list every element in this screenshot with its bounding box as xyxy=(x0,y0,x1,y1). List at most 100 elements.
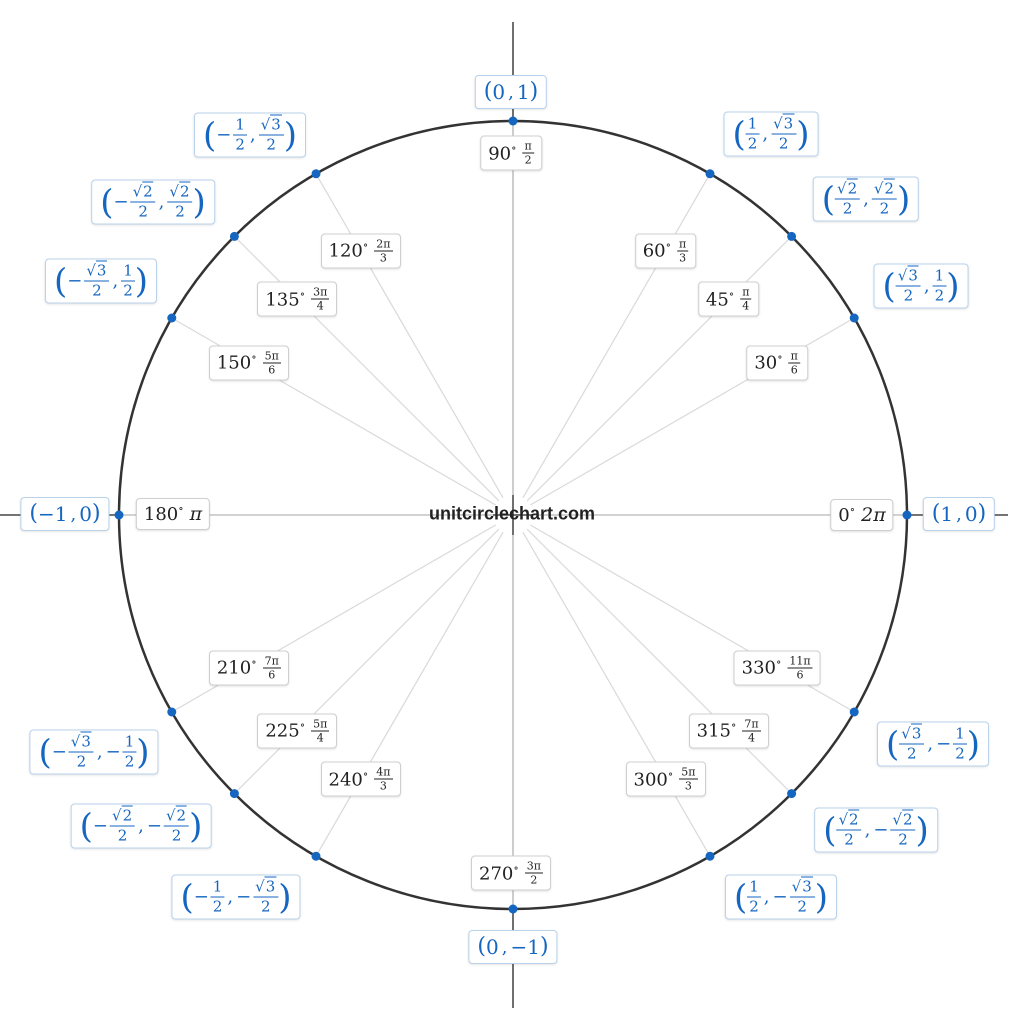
radian-value: 2π xyxy=(861,504,886,526)
point-225 xyxy=(229,789,239,799)
point-30 xyxy=(849,313,859,323)
coord-label-90: (0,1) xyxy=(474,75,548,109)
spoke-135 xyxy=(235,237,500,502)
angle-label-0: 0∘2π xyxy=(830,499,894,531)
radian-value: π xyxy=(189,503,203,525)
circle-points xyxy=(114,116,912,914)
point-60 xyxy=(705,169,715,179)
degree-value: 210 xyxy=(216,657,252,679)
coord-label-270: (0,−1) xyxy=(468,930,558,964)
point-0 xyxy=(902,510,912,520)
coord-x: −1 xyxy=(38,502,68,526)
coord-x: 0 xyxy=(486,935,499,959)
point-90 xyxy=(508,116,518,126)
point-240 xyxy=(311,851,321,861)
coord-y: 0 xyxy=(79,502,92,526)
angle-spokes xyxy=(121,123,905,907)
coord-label-180: (−1,0) xyxy=(20,497,110,531)
point-270 xyxy=(508,904,518,914)
coord-x: 1 xyxy=(940,502,954,526)
degree-value: 300 xyxy=(633,769,668,791)
point-300 xyxy=(705,851,715,861)
degree-value: 150 xyxy=(216,352,252,374)
degree-value: 315 xyxy=(696,720,732,742)
spoke-45 xyxy=(526,237,791,502)
spoke-300 xyxy=(522,532,710,855)
coord-y: 0 xyxy=(964,502,978,526)
coord-y: 1 xyxy=(516,80,530,104)
coord-y: −1 xyxy=(510,935,540,959)
degree-value: 30 xyxy=(754,352,778,374)
point-45 xyxy=(787,231,797,241)
spoke-315 xyxy=(526,528,791,793)
degree-value: 120 xyxy=(328,240,363,262)
coord-x: 0 xyxy=(492,80,506,104)
degree-value: 45 xyxy=(705,289,729,311)
degree-value: 225 xyxy=(265,720,300,742)
coord-label-0: (1,0) xyxy=(922,497,996,531)
degree-value: 135 xyxy=(265,289,300,311)
degree-value: 60 xyxy=(642,240,666,262)
point-315 xyxy=(787,789,797,799)
point-135 xyxy=(229,231,239,241)
site-watermark: unitcirclechart.com xyxy=(428,503,596,524)
spoke-225 xyxy=(235,528,500,793)
point-150 xyxy=(167,313,177,323)
degree-value: 180 xyxy=(143,504,179,525)
point-330 xyxy=(849,707,859,717)
degree-value: 240 xyxy=(328,769,363,791)
